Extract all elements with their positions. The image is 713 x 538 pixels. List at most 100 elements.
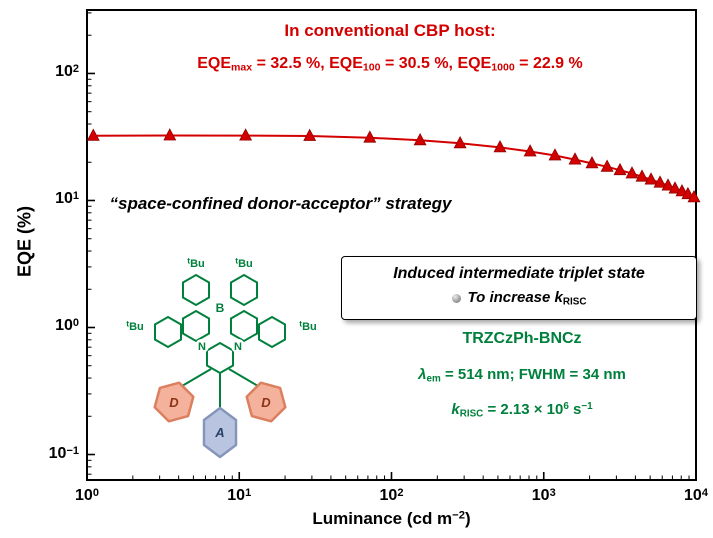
triplet-state-title: Induced intermediate triplet state xyxy=(393,265,645,282)
x-label-text: Luminance (cd m xyxy=(312,509,453,528)
emission-values: = 514 nm; FWHM = 34 nm xyxy=(440,366,626,383)
triangle-marker xyxy=(493,140,507,153)
triangle-marker xyxy=(644,172,658,185)
eqe-max-value: = 32.5 %, xyxy=(252,55,330,72)
eqe-summary-line: EQEmax = 32.5 %, EQE100 = 30.5 %, EQE100… xyxy=(90,55,690,74)
x-tick-label: 104 xyxy=(684,487,708,504)
triangle-marker xyxy=(303,128,317,141)
krisc-unit-exponent: −1 xyxy=(581,401,593,413)
x-tick-label: 103 xyxy=(531,487,556,504)
eqe-1000-sub: 1000 xyxy=(491,61,515,74)
atom-halo xyxy=(195,339,209,353)
y-axis-label: EQE (%) xyxy=(14,206,35,278)
risc-sub: RISC xyxy=(459,408,484,420)
aromatic-ring xyxy=(154,315,182,349)
molecule-labels: tBu tBu tBu tBu B N N D D A xyxy=(126,256,317,441)
triangle-marker xyxy=(453,135,467,149)
triangle-marker xyxy=(413,132,427,146)
donor-label: D xyxy=(261,395,271,410)
triangle-marker xyxy=(687,189,701,203)
triangle-marker xyxy=(548,148,562,161)
emitter-info: TRZCzPh-BNCz λem = 514 nm; FWHM = 34 nm … xyxy=(352,330,692,437)
triangle-marker xyxy=(661,178,675,191)
strategy-caption: “space-confined donor-acceptor” strategy xyxy=(109,194,452,213)
cbp-host-title: In conventional CBP host: xyxy=(284,21,496,40)
triangle-marker xyxy=(600,159,614,172)
boron-label: B xyxy=(216,301,225,315)
eqe-100-value: = 30.5 %, xyxy=(380,55,458,72)
donor-label: D xyxy=(169,395,179,410)
tbu-label: tBu xyxy=(299,319,317,334)
donor-hexagon xyxy=(153,381,195,423)
aromatic-ring xyxy=(206,341,234,375)
nitrogen-label: N xyxy=(234,341,242,353)
triangle-marker xyxy=(613,162,627,176)
x-axis-label: Luminance (cd m−2) xyxy=(87,509,696,529)
atom-halo xyxy=(231,339,245,353)
risc-sub: RISC xyxy=(562,296,587,308)
x-label-close: ) xyxy=(464,509,471,528)
eqe-100-text: EQE xyxy=(329,55,363,72)
triangle-marker xyxy=(363,130,377,143)
x-label-exponent: −2 xyxy=(452,509,465,522)
triangle-marker xyxy=(625,166,639,179)
increase-text: To increase xyxy=(467,289,555,306)
tbu-label: tBu xyxy=(126,319,144,334)
triangle-marker xyxy=(681,186,695,200)
krisc-unit: s xyxy=(568,401,582,419)
krisc-value-line: kRISC = 2.13 × 106 s−1 xyxy=(352,401,692,419)
atom-halo xyxy=(212,300,228,316)
molecule-structure: tBu tBu tBu tBu B N N D D A xyxy=(126,256,317,459)
x-tick-label: 102 xyxy=(379,487,404,504)
lambda-sub: em xyxy=(426,373,441,385)
eqe-1000-text: EQE xyxy=(457,55,492,72)
triangle-marker xyxy=(523,144,537,157)
lambda-symbol: λ xyxy=(418,366,427,383)
eqe-1000-value: = 22.9 % xyxy=(514,55,583,72)
cbp-host-header: In conventional CBP host: EQEmax = 32.5 … xyxy=(90,21,690,74)
emitter-name: TRZCzPh-BNCz xyxy=(462,330,582,347)
nitrogen-label: N xyxy=(198,341,206,353)
sphere-bullet-icon xyxy=(451,293,461,303)
eqe-max-sub: max xyxy=(231,61,253,74)
triangle-marker xyxy=(668,181,682,194)
axes xyxy=(86,9,697,481)
donor-hexagon xyxy=(245,381,287,423)
x-tick-label: 100 xyxy=(75,487,99,504)
tbu-label: tBu xyxy=(235,256,253,271)
bond xyxy=(228,368,259,387)
bond xyxy=(181,368,212,387)
emission-line: λem = 514 nm; FWHM = 34 nm xyxy=(352,366,692,384)
aromatic-ring xyxy=(230,273,258,307)
y-tick-label: 10−1 xyxy=(48,444,79,462)
eqe-max-text: EQE xyxy=(197,55,232,72)
molecule-rings xyxy=(153,273,287,459)
aromatic-ring xyxy=(230,309,258,343)
eqe-100-sub: 100 xyxy=(362,61,381,74)
acceptor-hexagon xyxy=(202,406,238,459)
k-symbol: k xyxy=(554,289,563,306)
krisc-value: = 2.13 × 10 xyxy=(483,401,564,419)
triangle-marker xyxy=(635,169,649,182)
krisc-exponent: 6 xyxy=(563,401,569,413)
triangle-marker xyxy=(568,152,582,165)
y-tick-label: 100 xyxy=(55,317,79,335)
y-tick-label: 101 xyxy=(55,190,79,208)
triangle-marker xyxy=(585,156,599,169)
k-symbol: k xyxy=(451,401,460,419)
triplet-state-box: Induced intermediate triplet state To in… xyxy=(341,256,697,320)
tbu-label: tBu xyxy=(187,256,205,271)
triangle-marker xyxy=(653,175,667,188)
triangle-marker xyxy=(163,128,177,141)
aromatic-ring xyxy=(182,273,210,307)
triangle-marker xyxy=(86,128,100,141)
increase-krisc-line: To increase kRISC xyxy=(342,289,696,307)
y-tick-label: 102 xyxy=(55,63,79,81)
x-tick-label: 101 xyxy=(227,487,252,504)
aromatic-ring xyxy=(182,309,210,343)
acceptor-label: A xyxy=(214,425,224,440)
eqe-markers xyxy=(86,128,701,203)
triangle-marker xyxy=(239,128,253,141)
